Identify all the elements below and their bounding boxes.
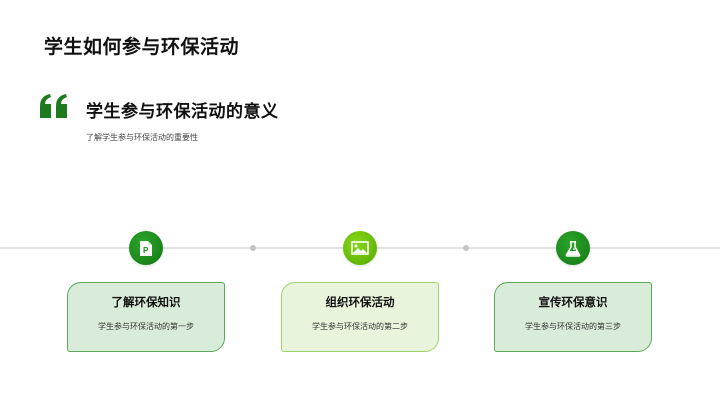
step-node-2 — [343, 231, 377, 265]
step-node-1: P — [129, 231, 163, 265]
step-title: 宣传环保意识 — [538, 295, 608, 309]
step-text: 学生参与环保活动的第一步 — [98, 322, 194, 331]
timeline-dot — [250, 245, 256, 251]
timeline-dot — [463, 245, 469, 251]
step-text: 学生参与环保活动的第三步 — [525, 322, 621, 331]
slide-title: 学生如何参与环保活动 — [44, 36, 240, 58]
step-title: 了解环保知识 — [111, 295, 181, 309]
step-card-1: 了解环保知识 学生参与环保活动的第一步 — [67, 282, 225, 352]
svg-text:P: P — [143, 246, 149, 255]
step-card-2: 组织环保活动 学生参与环保活动的第二步 — [281, 282, 439, 352]
section-description: 了解学生参与环保活动的重要性 — [86, 133, 198, 142]
image-icon — [351, 241, 369, 255]
step-card-3: 宣传环保意识 学生参与环保活动的第三步 — [494, 282, 652, 352]
flask-icon — [565, 240, 581, 257]
double-quote-icon — [38, 92, 70, 120]
presentation-file-icon: P — [139, 240, 153, 257]
step-text: 学生参与环保活动的第二步 — [312, 322, 408, 331]
section-subtitle: 学生参与环保活动的意义 — [86, 102, 279, 122]
step-node-3 — [556, 231, 590, 265]
step-title: 组织环保活动 — [325, 295, 395, 309]
